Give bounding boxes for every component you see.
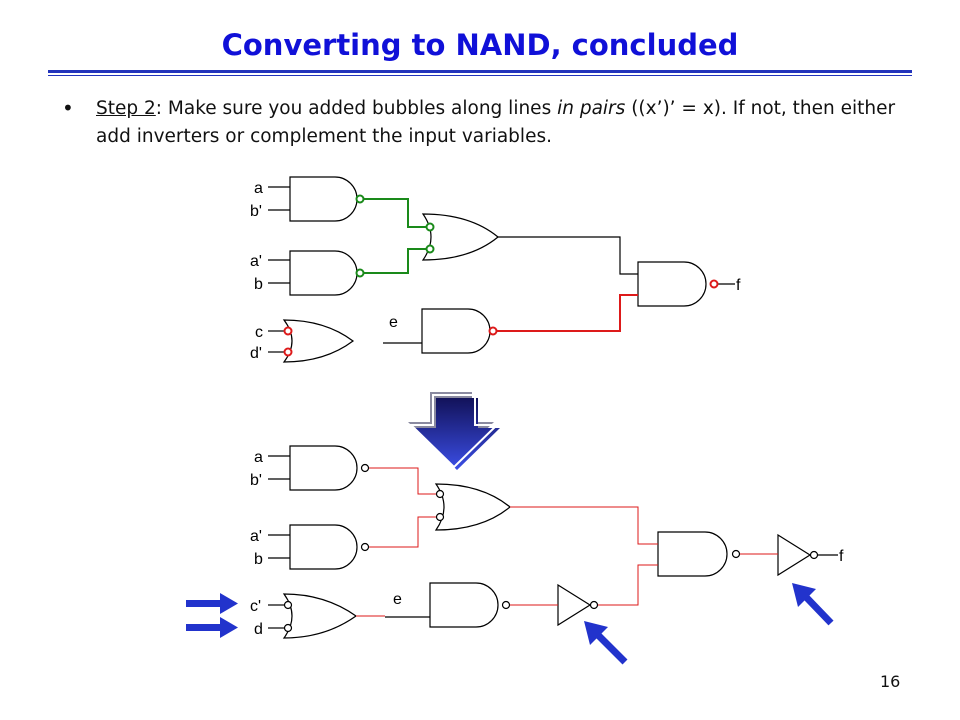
left-arrow-bottom xyxy=(186,617,238,638)
bottom-label-a: a xyxy=(254,449,263,466)
slide-title: Converting to NAND, concluded xyxy=(221,28,739,62)
top-label-a-prime: a' xyxy=(250,253,262,270)
page-number: 16 xyxy=(880,672,901,691)
top-and-gate-1 xyxy=(289,176,358,222)
bottom-label-e: e xyxy=(393,591,402,608)
bottom-label-b-prime: b' xyxy=(250,472,262,489)
diagonal-arrow-out xyxy=(792,583,834,626)
bottom-red-wires xyxy=(356,467,778,617)
bottom-and-gate-1 xyxy=(289,445,358,491)
top-label-c: c xyxy=(255,324,263,341)
title-rule-thin xyxy=(48,75,912,76)
top-or-gate-3 xyxy=(282,319,355,363)
top-and-gate-e xyxy=(421,308,491,354)
bottom-and-gate-e xyxy=(429,582,499,628)
top-label-b: b xyxy=(254,276,263,293)
top-label-a: a xyxy=(254,180,263,197)
top-label-d-prime: d' xyxy=(250,345,262,362)
bottom-or-gate-3 xyxy=(282,593,358,639)
bottom-label-c-prime: c' xyxy=(250,598,261,615)
title-rule-thick xyxy=(48,70,912,73)
step-colon: : xyxy=(155,98,163,119)
top-green-wires xyxy=(355,194,435,278)
step-label: Step 2 xyxy=(96,98,156,119)
bottom-and-gate-final xyxy=(657,531,728,577)
top-and-gate-2 xyxy=(289,250,358,296)
top-red-wires xyxy=(283,279,719,357)
top-label-b-prime: b' xyxy=(250,203,262,220)
bullet-text: Step 2: Make sure you added bubbles alon… xyxy=(96,95,896,151)
big-down-arrow xyxy=(408,392,500,470)
bottom-and-gate-2 xyxy=(289,524,358,570)
bottom-or-gate-mid xyxy=(434,483,511,531)
bottom-label-f: f xyxy=(839,548,844,565)
top-and-gate-final xyxy=(637,261,707,307)
bullet-text-a: Make sure you added bubbles along lines xyxy=(162,98,558,119)
top-circuit xyxy=(268,176,735,363)
bottom-inverter-out xyxy=(777,533,812,577)
bullet-text-b: ((x’)’ = x). If not, then either add inv… xyxy=(96,98,896,147)
bullet-text-italic: in pairs xyxy=(557,98,626,119)
bottom-circuit xyxy=(268,445,838,639)
bottom-label-b: b xyxy=(254,551,263,568)
top-label-e: e xyxy=(389,314,398,331)
top-or-gate-mid xyxy=(421,213,499,261)
bottom-label-a-prime: a' xyxy=(250,528,262,545)
diagonal-arrow-mid xyxy=(584,621,628,665)
top-label-f: f xyxy=(736,277,741,294)
bottom-inverter-mid xyxy=(557,583,592,627)
bottom-label-d: d xyxy=(254,621,263,638)
left-arrow-top xyxy=(186,593,238,614)
bullet-dot: • xyxy=(62,96,74,120)
